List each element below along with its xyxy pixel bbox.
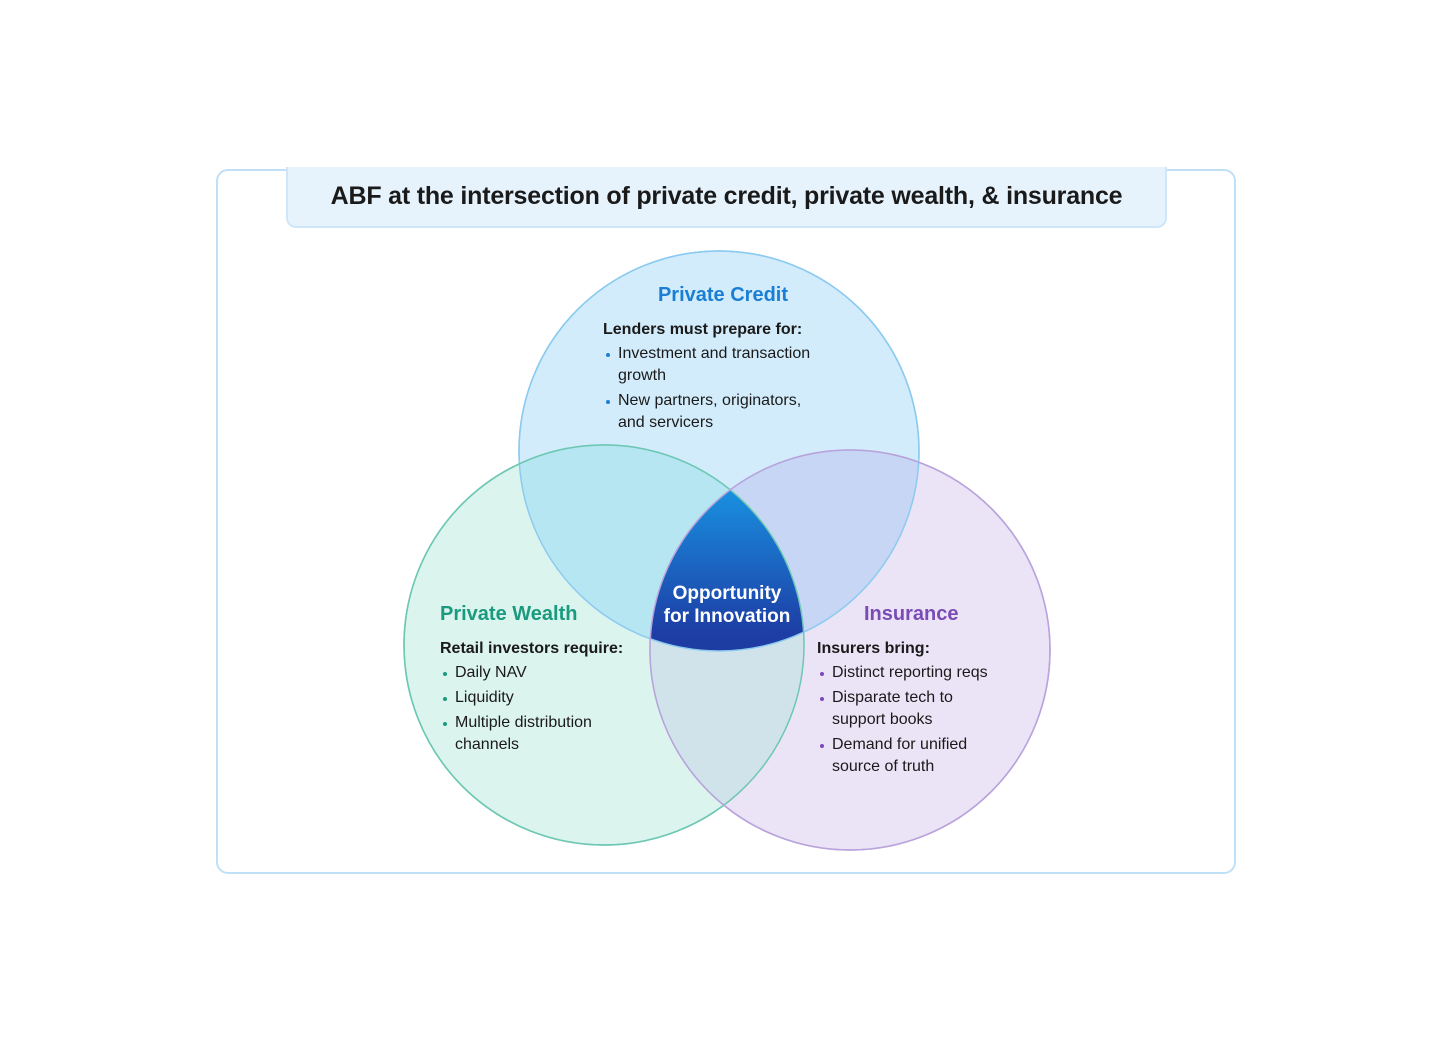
bullet-icon bbox=[820, 672, 824, 676]
bullet-icon bbox=[606, 353, 610, 357]
list-item: Multiple distribution channels bbox=[440, 712, 660, 756]
title-banner: ABF at the intersection of private credi… bbox=[286, 167, 1167, 228]
private-wealth-content: Private Wealth Retail investors require:… bbox=[440, 603, 660, 759]
center-label-line2: for Innovation bbox=[663, 606, 791, 627]
insurance-content: Insurance Insurers bring: Distinct repor… bbox=[817, 603, 1037, 781]
bullet-icon bbox=[443, 672, 447, 676]
list-item-line1: New partners, originators, bbox=[618, 392, 802, 409]
center-label: Opportunity for Innovation bbox=[644, 582, 810, 628]
private-wealth-list: Daily NAV Liquidity Multiple distributio… bbox=[440, 662, 660, 756]
private-credit-list: Investment and transaction growth New pa… bbox=[603, 343, 873, 434]
bullet-icon bbox=[443, 722, 447, 726]
list-item-line2: channels bbox=[455, 736, 520, 753]
private-credit-lead: Lenders must prepare for: bbox=[603, 321, 803, 338]
bullet-icon bbox=[443, 697, 447, 701]
list-item-line1: Daily NAV bbox=[455, 664, 527, 681]
list-item: Daily NAV bbox=[440, 662, 660, 684]
list-item: Demand for unified source of truth bbox=[817, 734, 1037, 778]
list-item-line1: Distinct reporting reqs bbox=[832, 664, 988, 681]
list-item-line2: growth bbox=[618, 367, 667, 384]
list-item-line2: and servicers bbox=[618, 414, 714, 431]
list-item-line2: source of truth bbox=[832, 758, 935, 775]
list-item-line1: Disparate tech to bbox=[832, 689, 953, 706]
insurance-lead: Insurers bring: bbox=[817, 640, 930, 657]
list-item-line1: Liquidity bbox=[455, 689, 514, 706]
list-item: Investment and transaction growth bbox=[603, 343, 873, 387]
list-item: Distinct reporting reqs bbox=[817, 662, 1037, 684]
list-item: New partners, originators, and servicers bbox=[603, 390, 873, 434]
center-label-line1: Opportunity bbox=[672, 583, 782, 604]
list-item-line1: Investment and transaction bbox=[618, 345, 811, 362]
list-item-line2: support books bbox=[832, 711, 933, 728]
insurance-title: Insurance bbox=[864, 603, 959, 625]
private-credit-content: Private Credit Lenders must prepare for:… bbox=[603, 284, 873, 437]
list-item: Disparate tech to support books bbox=[817, 687, 1037, 731]
bullet-icon bbox=[820, 744, 824, 748]
list-item-line1: Demand for unified bbox=[832, 736, 968, 753]
list-item: Liquidity bbox=[440, 687, 660, 709]
diagram-title: ABF at the intersection of private credi… bbox=[330, 182, 1123, 210]
insurance-list: Distinct reporting reqs Disparate tech t… bbox=[817, 662, 1037, 778]
bullet-icon bbox=[606, 400, 610, 404]
list-item-line1: Multiple distribution bbox=[455, 714, 592, 731]
private-wealth-lead: Retail investors require: bbox=[440, 640, 624, 657]
private-credit-title: Private Credit bbox=[657, 284, 789, 306]
private-wealth-title: Private Wealth bbox=[440, 603, 578, 625]
bullet-icon bbox=[820, 697, 824, 701]
opportunity-center bbox=[650, 450, 804, 651]
